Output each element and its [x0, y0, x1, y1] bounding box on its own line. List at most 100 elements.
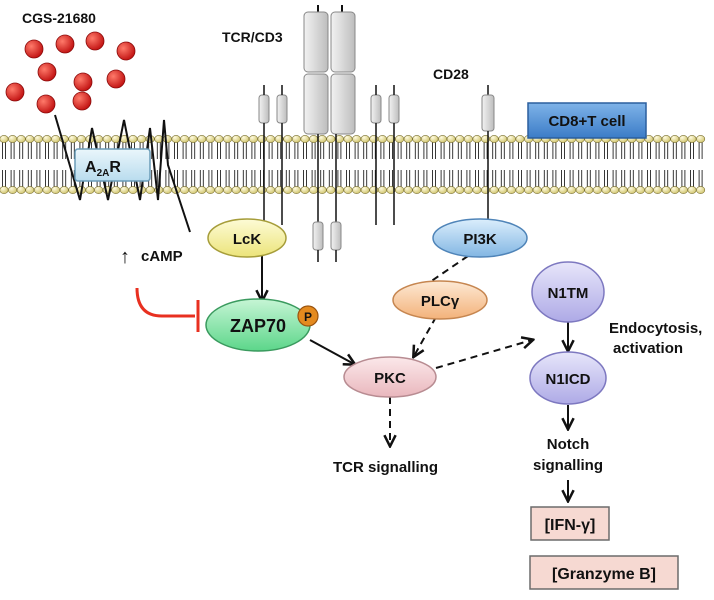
lipid: [51, 135, 61, 159]
lipid: [188, 170, 198, 194]
zap70-label: ZAP70: [230, 316, 286, 336]
lipid: [360, 170, 370, 194]
lipid: [214, 135, 224, 159]
lipid: [644, 135, 654, 159]
cd8-t-cell-box: [527, 102, 647, 139]
agonist-molecule: [5, 82, 25, 102]
lipid: [498, 170, 508, 194]
lipid: [8, 170, 18, 194]
ifn-gamma-label: [IFN-γ]: [545, 517, 596, 534]
cgs-21680-molecules: [5, 31, 136, 114]
cgs-21680-label: CGS-21680: [22, 10, 96, 26]
pathway-connectors: [262, 255, 568, 500]
inhibition-line: [135, 287, 195, 318]
tcr-complex: [258, 5, 400, 262]
lipid: [377, 170, 387, 194]
lipid: [412, 170, 422, 194]
n1icd-node: [529, 351, 607, 405]
cd8-t-cell-label: CD8+T cell: [548, 113, 625, 130]
tcr-cd3-label: TCR/CD3: [222, 29, 283, 45]
pkc-label: PKC: [374, 370, 406, 387]
n1tm-label: N1TM: [548, 285, 589, 302]
lipid: [223, 135, 233, 159]
phosphorylation-icon: [297, 305, 319, 327]
lipid: [188, 135, 198, 159]
camp-up-arrow: ↑: [120, 246, 130, 268]
lipid: [463, 135, 473, 159]
lipid: [291, 135, 301, 159]
lipid: [16, 170, 26, 194]
lipid: [438, 170, 448, 194]
lipid: [618, 170, 628, 194]
lipid: [661, 170, 671, 194]
lipid: [343, 170, 353, 194]
lipid: [283, 170, 293, 194]
tcr-signalling-label: TCR signalling: [333, 459, 438, 476]
lipid: [248, 135, 258, 159]
lipid: [59, 170, 69, 194]
lipid: [610, 135, 620, 159]
notch-signalling-line2: signalling: [533, 457, 603, 474]
lipid: [575, 135, 585, 159]
lipid: [610, 170, 620, 194]
lipid: [446, 135, 456, 159]
plcg-node: [392, 280, 488, 320]
lipid: [395, 135, 405, 159]
agonist-molecule: [106, 69, 126, 89]
agonist-molecule: [73, 72, 93, 92]
lipid: [33, 170, 43, 194]
lipid: [266, 135, 276, 159]
lipid: [180, 135, 190, 159]
lipid: [584, 135, 594, 159]
agonist-molecule: [24, 39, 44, 59]
lipid: [558, 170, 568, 194]
lipid: [162, 170, 172, 194]
lipid: [300, 170, 310, 194]
lipid: [326, 170, 336, 194]
lipid: [171, 135, 181, 159]
lipid: [403, 170, 413, 194]
lipid: [352, 135, 362, 159]
cd28-label: CD28: [433, 66, 469, 82]
lipid: [231, 135, 241, 159]
endocytosis-label-line2: activation: [613, 340, 683, 357]
lipid: [429, 170, 439, 194]
lipid: [309, 135, 319, 159]
lipid: [223, 170, 233, 194]
pkc-node: [343, 356, 437, 398]
lipid: [386, 135, 396, 159]
lipid: [472, 170, 482, 194]
lipid: [549, 170, 559, 194]
notch-signalling-line1: Notch: [547, 436, 590, 453]
lipid: [395, 170, 405, 194]
agonist-molecule: [36, 94, 56, 114]
lipid: [240, 170, 250, 194]
lipid: [687, 170, 697, 194]
agonist-molecule: [85, 31, 105, 51]
camp-label: cAMP: [141, 248, 183, 265]
lipid: [575, 170, 585, 194]
lipid: [532, 135, 542, 159]
lipid: [635, 170, 645, 194]
lipid: [248, 170, 258, 194]
granzyme-b-label: [Granzyme B]: [552, 566, 656, 583]
lipid: [472, 135, 482, 159]
lck-node: [207, 218, 287, 258]
lipid: [592, 135, 602, 159]
lipid: [317, 170, 327, 194]
lipid: [489, 170, 499, 194]
lipid: [412, 135, 422, 159]
lipid: [0, 170, 9, 194]
lipid: [558, 135, 568, 159]
phospho-label: P: [304, 310, 312, 324]
plcg-label: PLCγ: [421, 293, 460, 310]
lipid: [592, 170, 602, 194]
lipid: [670, 170, 680, 194]
lipid: [197, 170, 207, 194]
lipid: [205, 170, 215, 194]
lipid: [283, 135, 293, 159]
lipid: [257, 135, 267, 159]
cd28-receptor: [481, 85, 495, 222]
lipid: [240, 135, 250, 159]
lipid: [42, 135, 52, 159]
